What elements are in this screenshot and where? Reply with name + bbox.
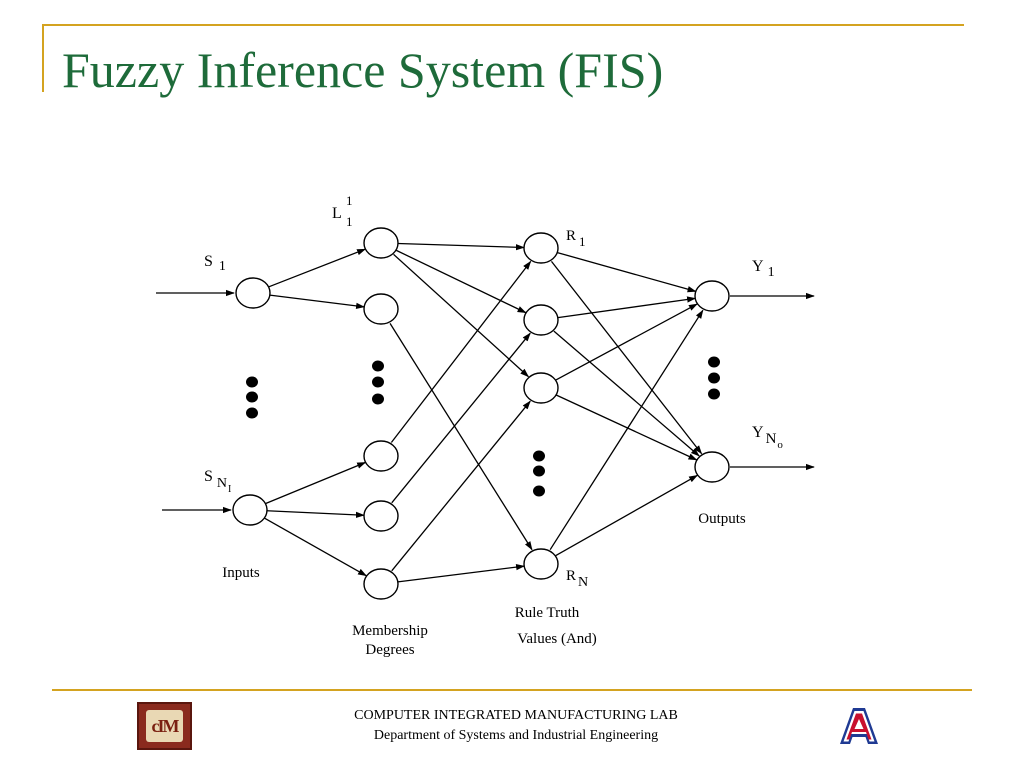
edge-r4-y1 (549, 309, 704, 551)
ellipsis-dots (246, 356, 720, 497)
edge-l3-r1 (390, 260, 532, 443)
edge-l1-r1 (397, 242, 525, 251)
edge-l2-r4 (389, 323, 533, 551)
edge-l5-r4 (397, 563, 526, 583)
membership-label-first: L (332, 205, 342, 222)
edge-r1-y1 (557, 251, 697, 293)
edge-l1-r2 (396, 249, 527, 314)
edge-sN-l4 (266, 510, 365, 518)
cim-logo: cIM (137, 702, 192, 750)
footer-accent-line (52, 689, 972, 691)
edge-l5-r3 (391, 400, 531, 572)
ellipsis-dot-2-0 (533, 450, 545, 462)
node-y1 (694, 280, 730, 312)
ellipsis-dot-0-1 (246, 391, 258, 403)
node-r1 (523, 232, 559, 264)
node-l1 (363, 227, 399, 259)
node-r4 (523, 548, 559, 580)
caption-rules-line1: Rule Truth (515, 605, 580, 621)
node-l4 (363, 500, 399, 532)
connections (156, 242, 815, 583)
slide-title: Fuzzy Inference System (FIS) (62, 42, 664, 98)
node-yN (694, 451, 730, 483)
caption-outputs: Outputs (698, 511, 746, 527)
edge-sN-l3 (265, 461, 367, 505)
cim-logo-text: cIM (146, 710, 183, 742)
ellipsis-dot-3-0 (708, 356, 720, 368)
ellipsis-dot-2-1 (533, 465, 545, 477)
edge-r3-yN (556, 394, 698, 461)
ellipsis-dot-1-0 (372, 360, 384, 372)
ellipsis-dot-2-2 (533, 485, 545, 497)
membership-label-superscript: 1 (346, 193, 353, 208)
edge-l4-r2 (391, 332, 531, 504)
footer-department: Department of Systems and Industrial Eng… (373, 728, 659, 743)
node-l5 (363, 568, 399, 600)
membership-label-subscript: 1 (346, 214, 353, 229)
node-l3 (363, 440, 399, 472)
edge-r2-y1 (557, 296, 697, 319)
caption-inputs: Inputs (222, 565, 260, 581)
caption-membership-line2: Degrees (365, 642, 414, 658)
node-s1 (235, 277, 271, 309)
footer-lab-name: COMPUTER INTEGRATED MANUFACTURING LAB (354, 708, 678, 723)
top-accent-line (42, 24, 964, 26)
edge-l1-r3 (393, 253, 530, 378)
caption-membership-line1: Membership (352, 623, 428, 639)
edge-r1-yN (550, 260, 703, 455)
edge-s1-l1 (268, 248, 367, 288)
ellipsis-dot-1-1 (372, 376, 384, 388)
ellipsis-dot-3-2 (708, 388, 720, 400)
edge-r4-yN (555, 474, 698, 557)
edge-sN-l5 (264, 517, 367, 577)
edge-r2-yN (553, 330, 700, 457)
node-r3 (523, 372, 559, 404)
edge-r3-y1 (555, 303, 698, 381)
node-l2 (363, 293, 399, 325)
nodes (232, 227, 730, 600)
edge-s1-l2 (269, 294, 366, 310)
ellipsis-dot-1-2 (372, 393, 384, 405)
left-accent-line (42, 24, 44, 92)
node-r2 (523, 304, 559, 336)
ellipsis-dot-3-1 (708, 372, 720, 384)
ellipsis-dot-0-0 (246, 376, 258, 388)
university-a-logo (840, 708, 878, 744)
node-sN (232, 494, 268, 526)
ellipsis-dot-0-2 (246, 407, 258, 419)
caption-rules-line2: Values (And) (517, 631, 597, 647)
